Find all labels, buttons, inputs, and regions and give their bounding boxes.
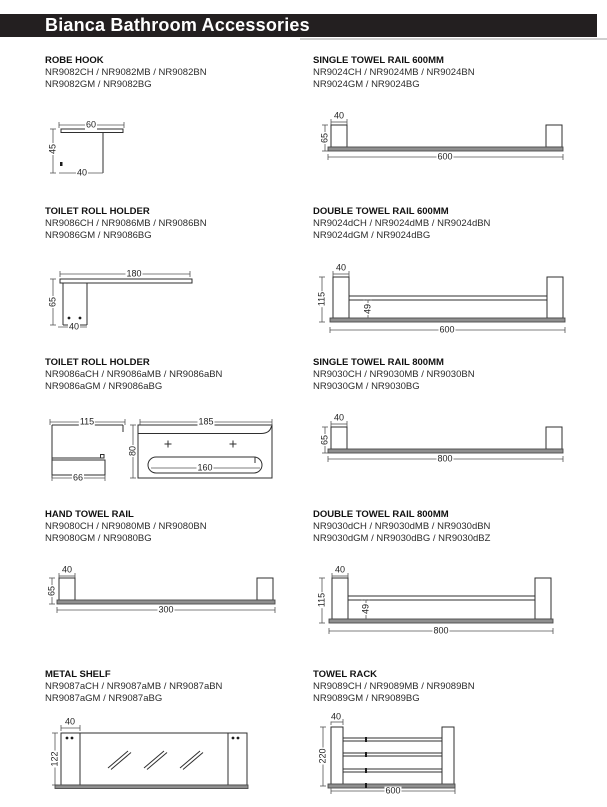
toilet-roll-holder-drawing: 180 65 40	[45, 261, 205, 341]
metal-shelf-drawing: 40 122	[45, 713, 255, 798]
product-codes-line2: NR9082GM / NR9082BG	[45, 79, 152, 90]
toilet-roll-holder-a-drawing: 115 66 185 80 160	[45, 412, 280, 487]
dimension-label: 66	[71, 472, 85, 483]
dimension-label: 49	[362, 302, 373, 316]
product-single-towel-rail-600: SINGLE TOWEL RAIL 600MM NR9024CH / NR902…	[313, 55, 581, 162]
product-metal-shelf: METAL SHELF NR9087aCH / NR9087aMB / NR90…	[45, 669, 313, 789]
dimension-label: 40	[329, 711, 343, 722]
dimension-label: 800	[432, 625, 450, 636]
dimension-label: 800	[436, 453, 454, 464]
product-codes-line2: NR9024dGM / NR9024dBG	[313, 230, 431, 241]
product-robe-hook: ROBE HOOK NR9082CH / NR9082MB / NR9082BN…	[45, 55, 313, 178]
dimension-label: 185	[197, 416, 215, 427]
product-name: ROBE HOOK	[45, 55, 104, 66]
header-divider	[300, 38, 607, 40]
single-towel-rail-600-drawing: 40 65 600	[313, 110, 578, 170]
product-codes-line2: NR9030GM / NR9030BG	[313, 381, 420, 392]
product-codes-line1: NR9080CH / NR9080MB / NR9080BN	[45, 521, 207, 532]
product-hand-towel-rail: HAND TOWEL RAIL NR9080CH / NR9080MB / NR…	[45, 509, 313, 615]
dimension-label: 122	[49, 750, 60, 768]
product-double-towel-rail-800: DOUBLE TOWEL RAIL 800MM NR9030dCH / NR90…	[313, 509, 581, 636]
page-title: Bianca Bathroom Accessories	[45, 15, 310, 35]
dimension-label: 45	[47, 142, 58, 156]
product-codes-line1: NR9030dCH / NR9030dMB / NR9030dBN	[313, 521, 491, 532]
dimension-label: 40	[75, 167, 89, 178]
dimension-label: 40	[334, 262, 348, 273]
dimension-label: 600	[436, 151, 454, 162]
dimension-label: 220	[317, 747, 328, 765]
product-codes-line1: NR9024CH / NR9024MB / NR9024BN	[313, 67, 475, 78]
double-towel-rail-600-drawing: 40 115 49 600	[313, 261, 578, 341]
product-codes-line2: NR9024GM / NR9024BG	[313, 79, 420, 90]
dimension-label: 40	[332, 110, 346, 121]
dimension-label: 300	[157, 604, 175, 615]
product-codes-line2: NR9080GM / NR9080BG	[45, 533, 152, 544]
dimension-label: 65	[319, 131, 330, 145]
product-toilet-roll-holder: TOILET ROLL HOLDER NR9086CH / NR9086MB /…	[45, 206, 313, 332]
product-codes-line2: NR9087aGM / NR9087aBG	[45, 693, 163, 704]
product-codes-line2: NR9089GM / NR9089BG	[313, 693, 420, 704]
dimension-label: 49	[360, 602, 371, 616]
dimension-label: 65	[319, 433, 330, 447]
product-codes-line1: NR9024dCH / NR9024dMB / NR9024dBN	[313, 218, 491, 229]
hand-towel-rail-drawing: 40 65 300	[45, 563, 285, 621]
product-name: SINGLE TOWEL RAIL 600MM	[313, 55, 444, 66]
dimension-label: 115	[316, 290, 327, 308]
product-name: METAL SHELF	[45, 669, 111, 680]
dimension-label: 115	[316, 591, 327, 609]
product-name: TOILET ROLL HOLDER	[45, 206, 150, 217]
dimension-label: 40	[63, 716, 77, 727]
dimension-label: 600	[438, 324, 456, 335]
product-towel-rack: TOWEL RACK NR9089CH / NR9089MB / NR9089B…	[313, 669, 581, 796]
product-name: HAND TOWEL RAIL	[45, 509, 134, 520]
dimension-label: 40	[333, 564, 347, 575]
dimension-label: 115	[78, 416, 96, 427]
product-name: TOWEL RACK	[313, 669, 378, 680]
dimension-label: 40	[332, 412, 346, 423]
single-towel-rail-800-drawing: 40 65 800	[313, 412, 578, 472]
dimension-label: 600	[384, 785, 402, 796]
product-toilet-roll-holder-a: TOILET ROLL HOLDER NR9086aCH / NR9086aMB…	[45, 357, 313, 483]
product-codes-line2: NR9086GM / NR9086BG	[45, 230, 152, 241]
header-bar: Bianca Bathroom Accessories	[0, 14, 597, 37]
product-codes-line1: NR9030CH / NR9030MB / NR9030BN	[313, 369, 475, 380]
product-name: SINGLE TOWEL RAIL 800MM	[313, 357, 444, 368]
product-codes-line1: NR9086CH / NR9086MB / NR9086BN	[45, 218, 207, 229]
dimension-label: 40	[67, 321, 81, 332]
product-name: DOUBLE TOWEL RAIL 800MM	[313, 509, 449, 520]
product-codes-line2: NR9086aGM / NR9086aBG	[45, 381, 163, 392]
product-codes-line1: NR9089CH / NR9089MB / NR9089BN	[313, 681, 475, 692]
product-name: DOUBLE TOWEL RAIL 600MM	[313, 206, 449, 217]
product-single-towel-rail-800: SINGLE TOWEL RAIL 800MM NR9030CH / NR903…	[313, 357, 581, 464]
dimension-label: 80	[127, 444, 138, 458]
towel-rack-drawing: 40 220 600	[313, 711, 463, 798]
product-double-towel-rail-600: DOUBLE TOWEL RAIL 600MM NR9024dCH / NR90…	[313, 206, 581, 335]
dimension-label: 65	[47, 295, 58, 309]
product-codes-line1: NR9082CH / NR9082MB / NR9082BN	[45, 67, 207, 78]
dimension-label: 40	[60, 564, 74, 575]
double-towel-rail-800-drawing: 40 115 49 800	[313, 563, 578, 643]
dimension-label: 180	[125, 268, 143, 279]
dimension-label: 65	[46, 584, 57, 598]
product-codes-line1: NR9086aCH / NR9086aMB / NR9086aBN	[45, 369, 223, 380]
robe-hook-drawing: 60 45 40	[45, 113, 155, 185]
dimension-label: 160	[196, 462, 214, 473]
product-codes-line2: NR9030dGM / NR9030dBG / NR9030dBZ	[313, 533, 491, 544]
dimension-label: 60	[84, 119, 98, 130]
product-name: TOILET ROLL HOLDER	[45, 357, 150, 368]
product-codes-line1: NR9087aCH / NR9087aMB / NR9087aBN	[45, 681, 223, 692]
